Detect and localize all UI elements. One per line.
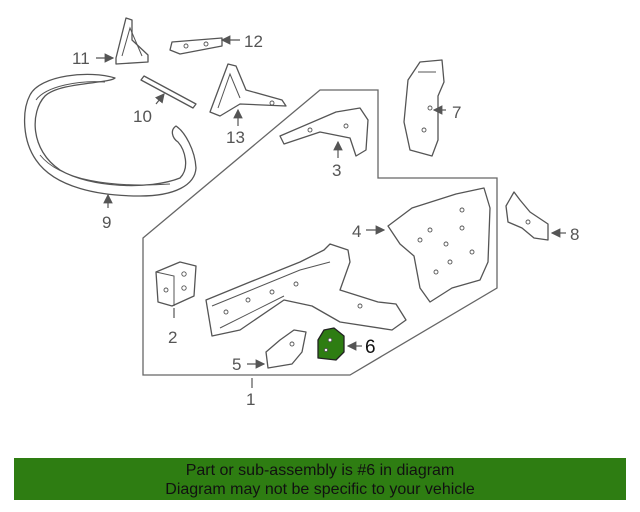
- part-10-strip[interactable]: [140, 75, 197, 109]
- part-8-bracket[interactable]: [505, 191, 549, 241]
- callout-2: 2: [168, 328, 177, 347]
- banner-line-2: Diagram may not be specific to your vehi…: [165, 481, 475, 498]
- callout-12: 12: [244, 32, 263, 51]
- callout-3: 3: [332, 161, 341, 180]
- part-13-hinge[interactable]: [209, 63, 287, 117]
- parts-diagram: 11 12 10 13 7 3 4 8 9 2 5 6 1: [23, 17, 579, 409]
- callout-11: 11: [72, 49, 90, 68]
- part-9-weatherstrip[interactable]: [23, 73, 197, 197]
- part-1-frame-rail[interactable]: [205, 243, 407, 337]
- callout-13: 13: [226, 128, 245, 147]
- callout-labels: 11 12 10 13 7 3 4 8 9 2 5 6 1: [72, 32, 579, 409]
- callout-6: 6: [365, 337, 376, 358]
- callout-4: 4: [352, 222, 361, 241]
- part-7-pillar[interactable]: [403, 59, 445, 157]
- callout-1: 1: [246, 390, 255, 409]
- part-12-rail[interactable]: [169, 37, 223, 55]
- part-11-bracket[interactable]: [115, 17, 149, 65]
- part-2-mount[interactable]: [155, 261, 197, 318]
- callout-8: 8: [570, 225, 579, 244]
- part-4-apron[interactable]: [387, 187, 491, 303]
- callout-5: 5: [232, 355, 241, 374]
- leader-lines: [96, 35, 566, 388]
- part-5-gusset[interactable]: [265, 329, 307, 369]
- callout-9: 9: [102, 213, 111, 232]
- assembly-outline: [142, 89, 498, 376]
- banner-line-1: Part or sub-assembly is #6 in diagram: [185, 462, 455, 479]
- info-banner: Part or sub-assembly is #6 in diagram Di…: [14, 458, 626, 500]
- callout-10: 10: [133, 107, 152, 126]
- callout-7: 7: [452, 103, 461, 122]
- part-6-highlighted[interactable]: [317, 327, 345, 361]
- part-3-upper-rail[interactable]: [279, 107, 369, 157]
